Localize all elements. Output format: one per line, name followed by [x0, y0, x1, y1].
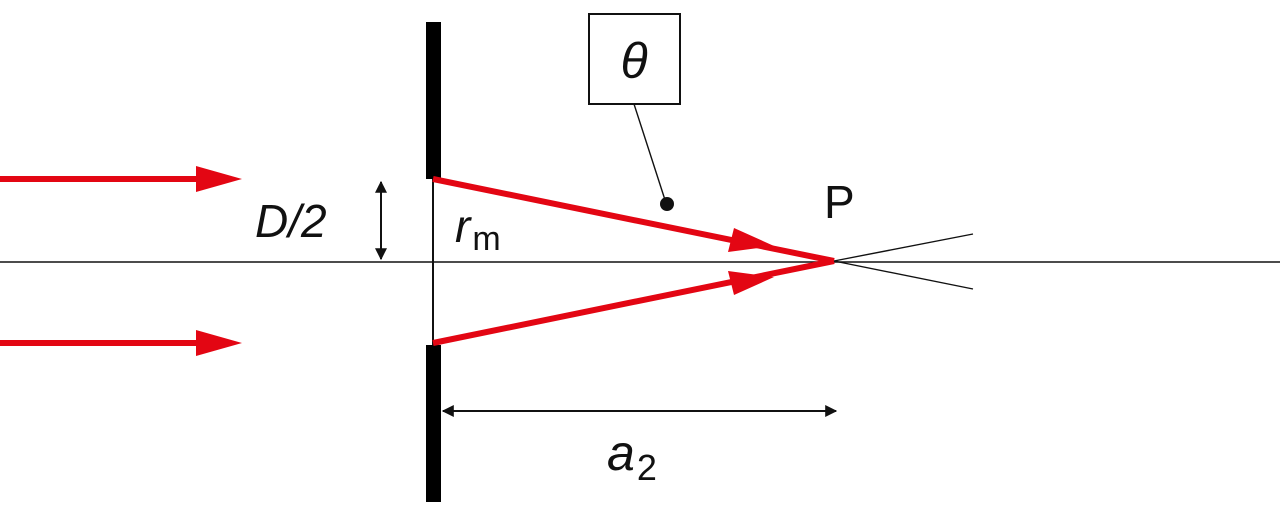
distance-label-sub: 2 — [637, 447, 657, 488]
converging-ray-lower — [432, 258, 835, 346]
radius-label-sub: m — [472, 220, 500, 258]
screen-lower — [426, 345, 441, 502]
converging-ray-upper-arrowhead — [728, 228, 774, 252]
radius-label: rm — [455, 200, 501, 258]
angle-callout-leader — [633, 103, 667, 204]
converging-ray-lower-arrowhead — [728, 271, 774, 295]
radius-label-main: r — [455, 200, 472, 252]
screen-upper — [426, 22, 441, 179]
angle-callout-dot — [660, 197, 674, 211]
incoming-ray-lower-arrowhead — [196, 330, 242, 356]
converging-ray-upper — [432, 176, 835, 264]
diverging-line-upper — [833, 233, 974, 262]
distance-label-main: a — [607, 425, 635, 481]
angle-callout-label: θ — [620, 33, 647, 89]
half-aperture-label: D/2 — [255, 195, 327, 247]
incoming-ray-upper-arrowhead — [196, 166, 242, 192]
diverging-line-lower — [833, 260, 974, 290]
point-label: P — [824, 176, 855, 228]
distance-label: a2 — [607, 425, 657, 488]
